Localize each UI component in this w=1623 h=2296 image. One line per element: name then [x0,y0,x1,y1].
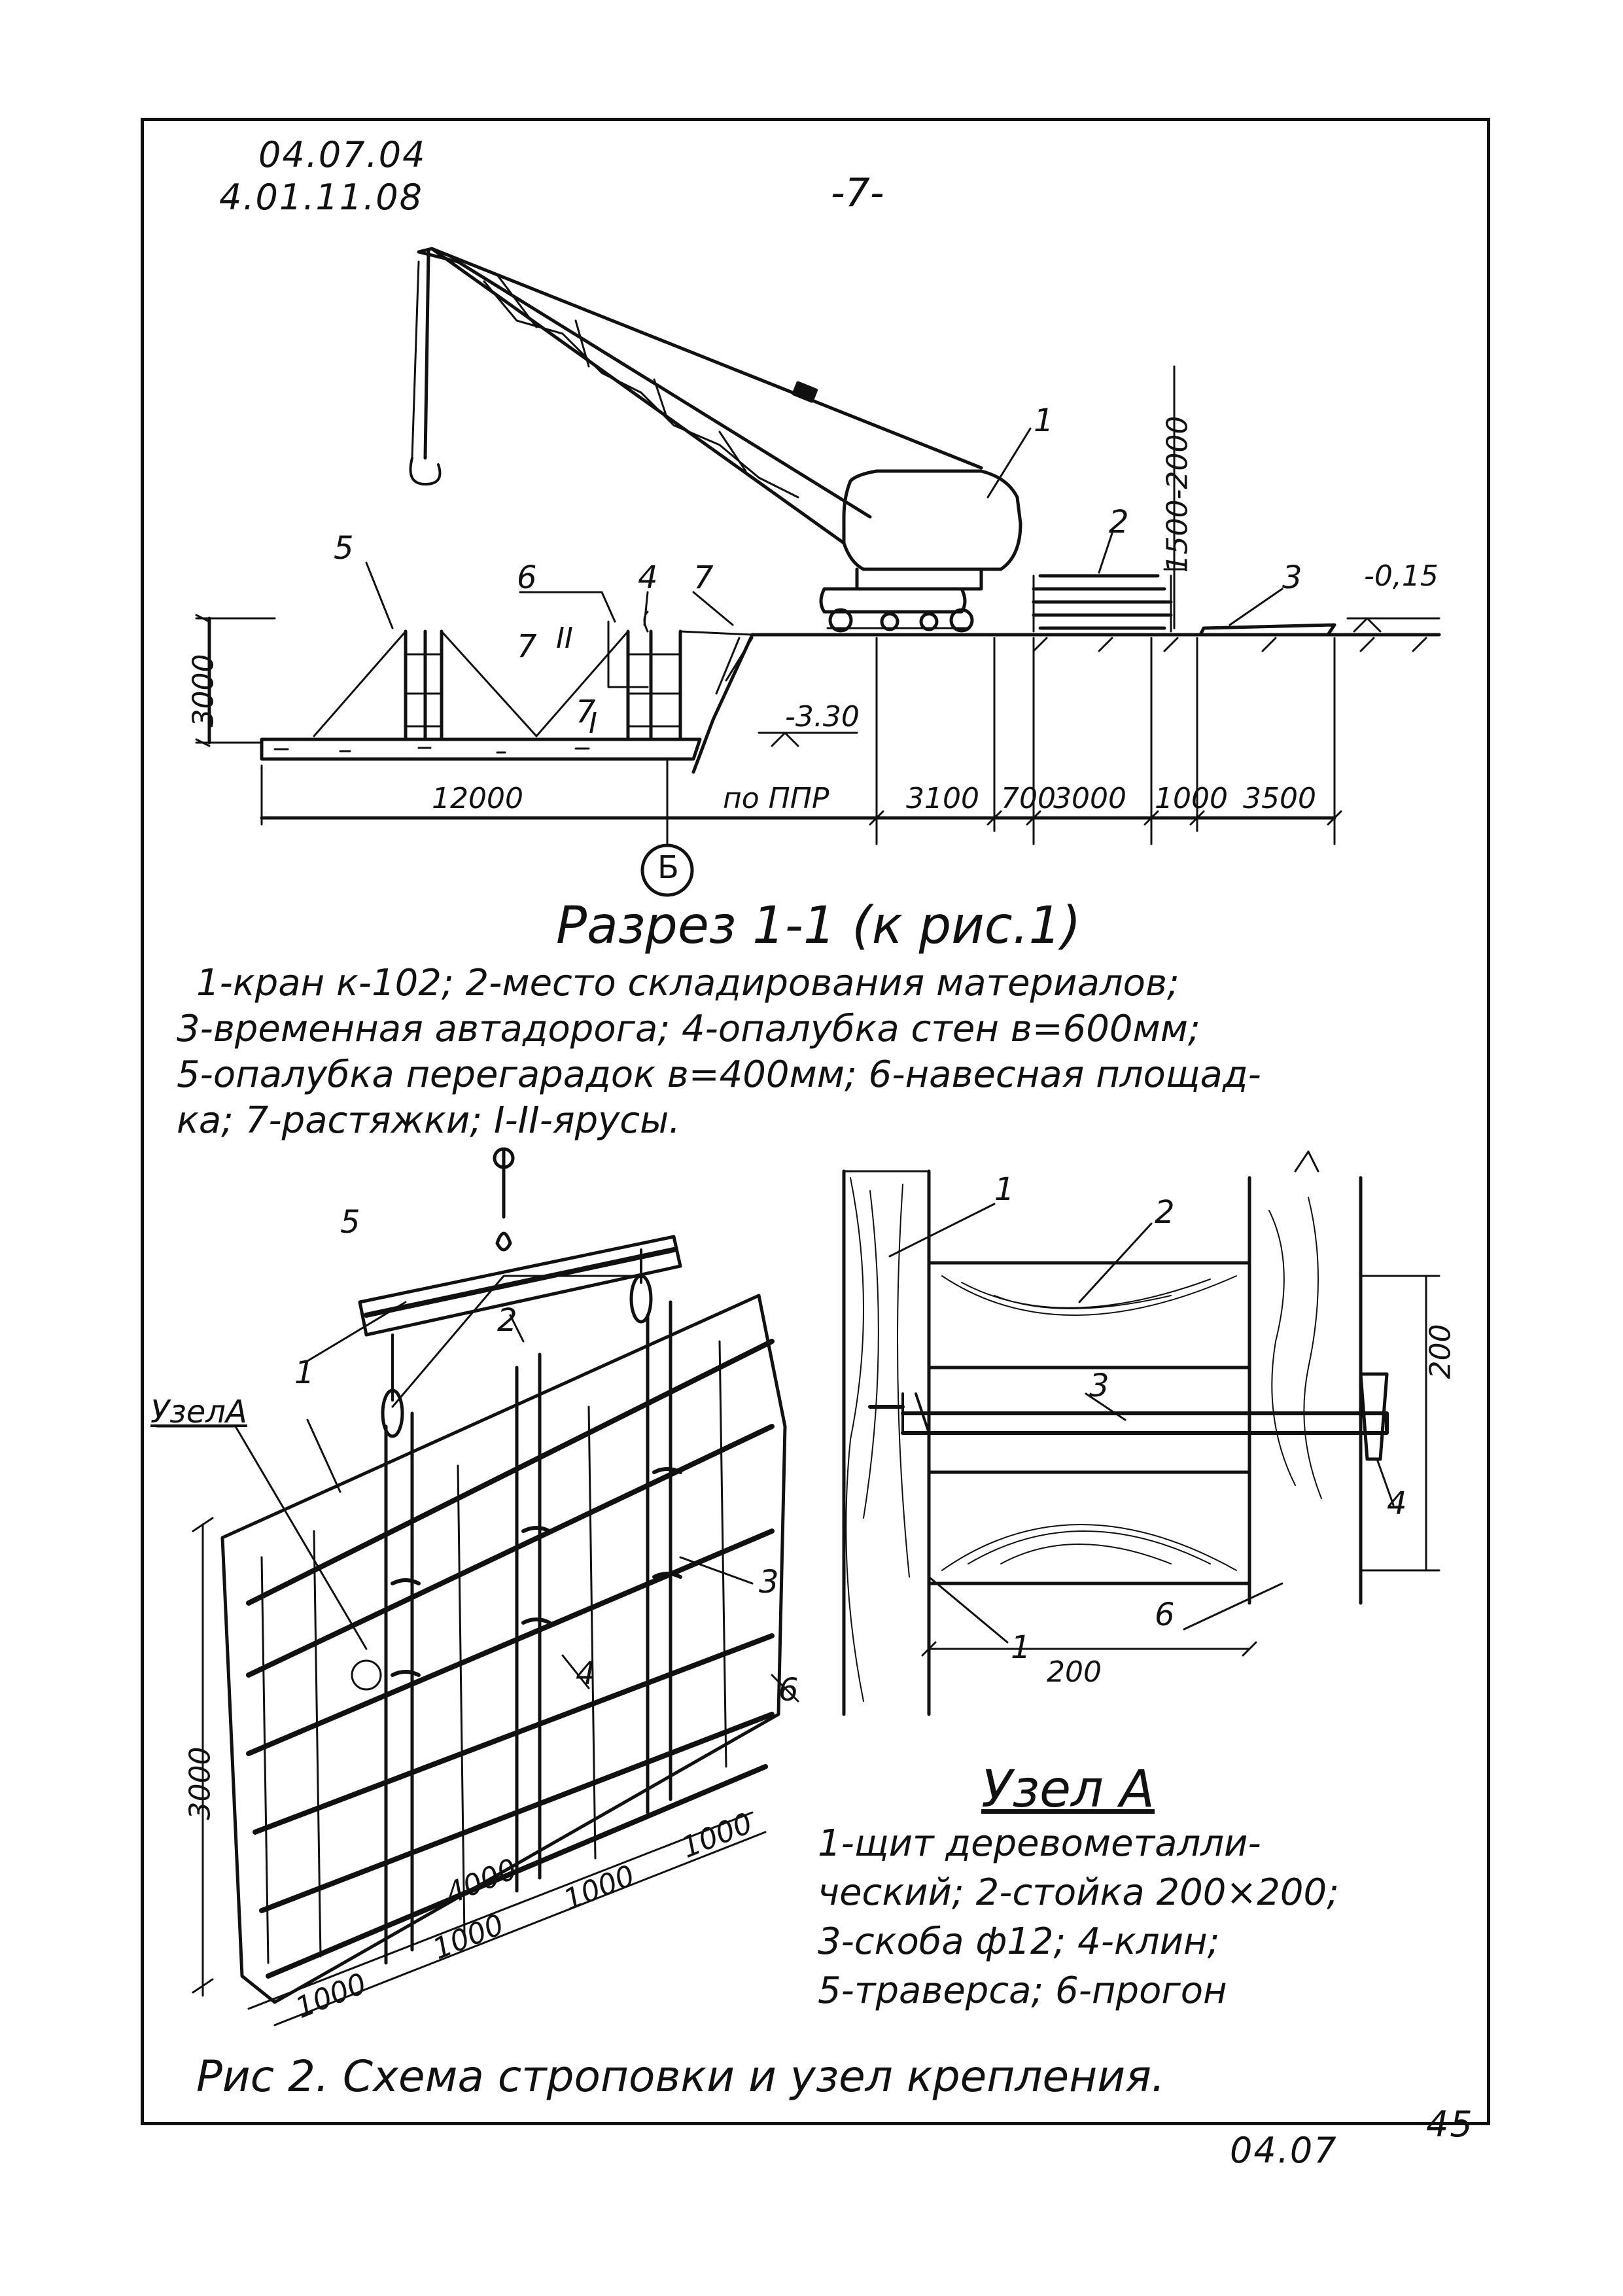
wall-formwork [626,629,682,741]
dim-3500: 3500 [1243,782,1316,815]
lower-purlin [927,1470,1251,1585]
panel-callout-2: 2 [497,1302,517,1339]
dim-3000: 3000 [1053,782,1126,815]
dim-3100: 3100 [906,782,979,815]
node-callout-1b: 1 [1011,1629,1031,1666]
footer-code: 04.07 [1230,2130,1338,2171]
section-legend-1: 1-кран к-102; 2-место складирования мате… [196,962,1179,1004]
section-legend-3: 5-опалубка перегарадок в=400мм; 6-навесн… [177,1053,1261,1096]
node-a-label: УзелА [150,1394,247,1430]
page-number: -7- [831,170,884,216]
dim-ppr: по ППР [723,782,829,815]
panel-outline [220,1294,787,2004]
dim-700: 700 [1001,782,1056,815]
wedge [1359,1372,1389,1461]
node-legend-3: 3-скоба ф12; 4-клин; [818,1920,1220,1963]
panel-callout-4: 4 [576,1655,596,1692]
node-dim-horizontal: 200 [1047,1655,1102,1689]
node-legend-2: ческий; 2-стойка 200×200; [818,1871,1340,1914]
crane-cable [430,247,983,470]
partition-formwork [404,629,444,741]
panel-callout-6: 6 [778,1672,799,1708]
callout-1: 1 [1034,402,1054,439]
callout-7a: 7 [693,559,714,596]
tier-i-label: I [589,707,597,740]
node-callout-6: 6 [1155,1597,1175,1633]
panel-callout-5: 5 [340,1204,360,1241]
dim-12000: 12000 [432,782,523,815]
drawing-frame [141,118,1490,2125]
doc-code-2: 4.01.11.08 [219,177,423,218]
node-panel [842,1169,931,1716]
callout-5: 5 [334,530,354,567]
node-callout-4: 4 [1387,1485,1407,1522]
upper-purlin [927,1261,1251,1369]
node-legend-1: 1-щит деревометалли- [818,1822,1261,1865]
crane-cab [842,469,1022,571]
callout-2: 2 [1109,504,1129,540]
axis-b-label: Б [657,849,679,886]
node-callout-1a: 1 [994,1171,1015,1208]
dim-1000: 1000 [1155,782,1228,815]
callout-4: 4 [638,559,658,596]
crane-boom-lower [430,247,846,545]
traverse-beam [358,1235,682,1337]
callout-6: 6 [517,559,537,596]
node-a-title: Узел А [981,1760,1155,1819]
material-stack [1032,574,1173,630]
doc-code-1: 04.07.04 [258,134,427,175]
pit-slope [691,633,754,774]
pit-elevation: -3.30 [785,700,860,733]
section-legend-4: ка; 7-растяжки; I-II-ярусы. [177,1099,681,1142]
pit-slab [260,737,702,761]
hanging-platform [607,620,649,688]
panel-callout-3: 3 [759,1564,779,1600]
node-callout-2: 2 [1155,1194,1175,1231]
panel-callout-1: 1 [294,1354,315,1391]
hook-line [423,250,430,460]
callout-3: 3 [1282,559,1302,596]
node-dim-vertical: 200 [1423,1324,1457,1379]
section-caption: Разрез 1-1 (к рис.1) [556,896,1081,955]
axis-b-circle [640,843,694,897]
tier-ii-label: II [556,622,573,655]
section-legend-2: 3-временная автадорога; 4-опалубка стен … [177,1008,1200,1050]
temp-road [1198,623,1336,637]
crane-track [819,587,967,614]
bracket [901,1411,1389,1435]
node-legend-4: 5-траверса; 6-прогон [818,1969,1227,2012]
callout-7c: 7 [576,694,596,730]
callout-7b: 7 [517,628,537,665]
ground-elevation: -0,15 [1364,559,1439,593]
node-callout-3: 3 [1089,1368,1109,1404]
sheet-number: 45 [1426,2104,1474,2145]
figure-caption: Рис 2. Схема строповки и узел крепления. [196,2051,1165,2102]
